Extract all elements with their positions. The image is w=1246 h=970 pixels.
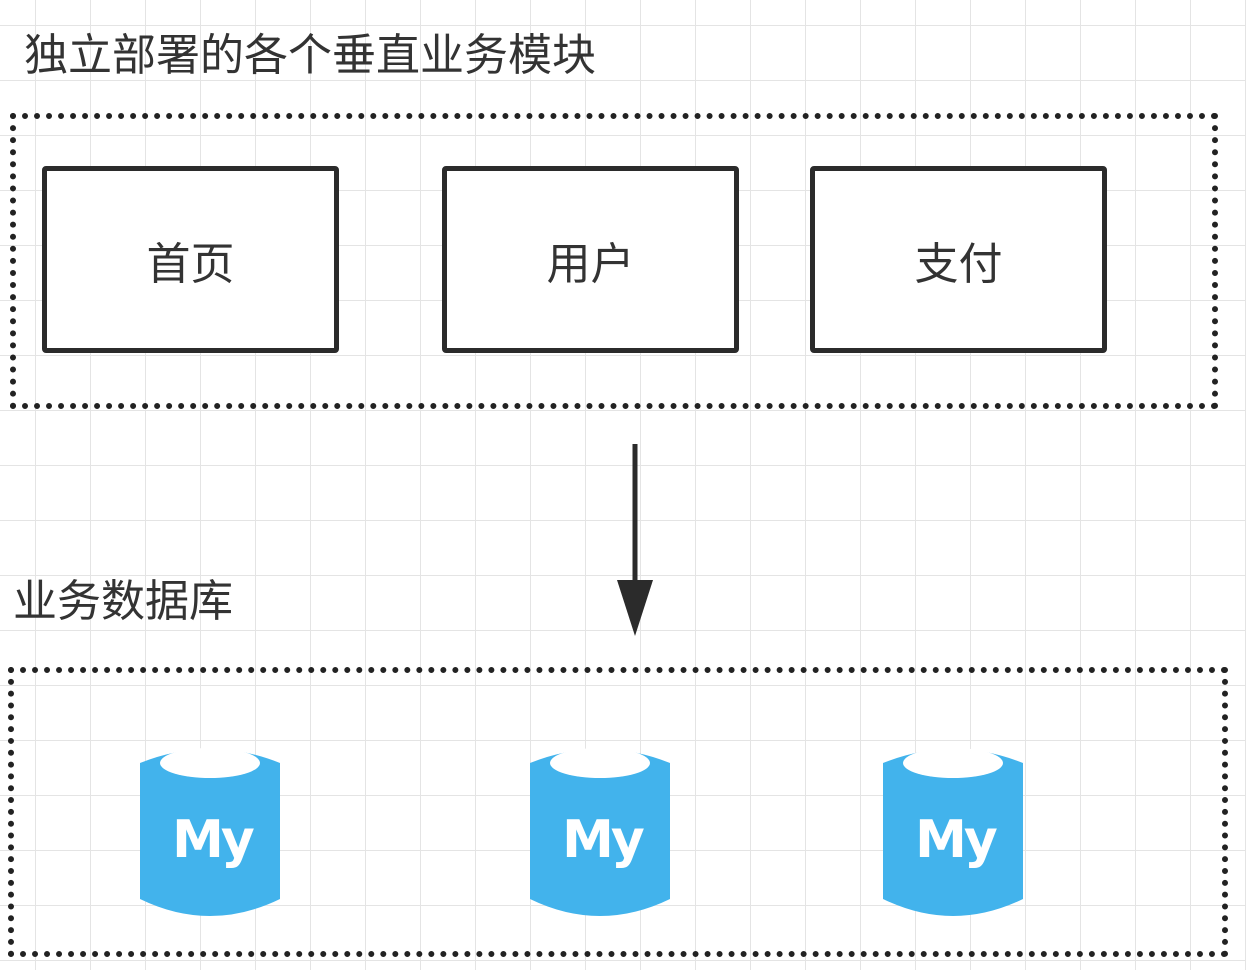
db-cylinder-top (550, 748, 650, 778)
module-home-label: 首页 (146, 238, 235, 290)
db-label: My (562, 810, 644, 870)
module-pay-box[interactable]: 支付 (810, 166, 1107, 353)
databases-group-title: 业务数据库 (13, 576, 233, 627)
db-cylinder-body (530, 749, 670, 916)
db-cylinder-body (140, 749, 280, 916)
mysql-database-icon[interactable]: My (528, 737, 672, 923)
db-cylinder-top (903, 748, 1003, 778)
arrow-down-icon[interactable] (612, 440, 658, 640)
db-label: My (915, 810, 997, 870)
db-label: My (172, 810, 254, 870)
mysql-database-icon[interactable]: My (881, 737, 1025, 923)
arrow-head (617, 580, 653, 636)
module-user-box[interactable]: 用户 (442, 166, 739, 353)
modules-group-title: 独立部署的各个垂直业务模块 (24, 30, 596, 81)
modules-group-container[interactable] (10, 113, 1218, 409)
db-cylinder-body (883, 749, 1023, 916)
db-cylinder-top (160, 748, 260, 778)
module-user-label: 用户 (546, 238, 635, 290)
mysql-database-icon[interactable]: My (138, 737, 282, 923)
module-home-box[interactable]: 首页 (42, 166, 339, 353)
module-pay-label: 支付 (914, 238, 1003, 290)
databases-group-container[interactable] (8, 667, 1228, 957)
